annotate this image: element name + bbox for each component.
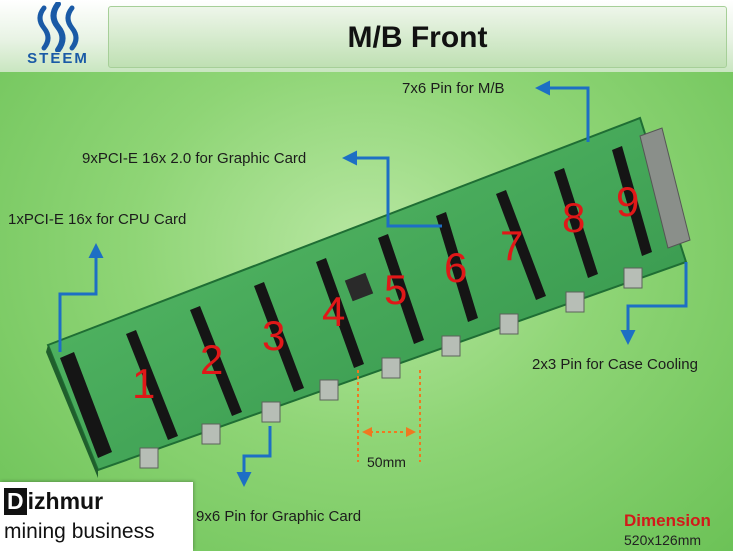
pcie-slot xyxy=(496,190,546,300)
slot-number: 3 xyxy=(262,312,285,359)
pcie-slot xyxy=(190,306,242,416)
brand-subtitle: mining business xyxy=(4,520,155,543)
slot-number: 9 xyxy=(616,178,639,225)
pcie-slot xyxy=(378,234,424,344)
header-bar: STEEM M/B Front xyxy=(0,0,733,72)
six-pin-connector xyxy=(623,267,643,289)
six-pin-connector xyxy=(441,335,461,357)
slot-number-group: 1 2 3 4 5 6 7 8 9 xyxy=(132,178,639,407)
dimension-value: 520x126mm xyxy=(624,532,702,548)
pcie-slot xyxy=(316,258,364,368)
slot-number: 1 xyxy=(132,360,155,407)
arrow-pcie-slots xyxy=(342,150,442,228)
title-box: M/B Front xyxy=(108,6,727,68)
slot-number: 7 xyxy=(500,222,523,269)
pcie-slot xyxy=(254,282,304,392)
callout-arrows xyxy=(58,80,688,487)
arrow-mb-connector xyxy=(535,80,590,142)
six-pin-connector xyxy=(201,423,221,445)
six-pin-connector xyxy=(319,379,339,401)
dimension-title: Dimension xyxy=(624,511,711,530)
slot-number: 2 xyxy=(200,336,223,383)
page-title: M/B Front xyxy=(347,21,488,54)
pcie-slot xyxy=(126,330,178,440)
steem-logo: STEEM xyxy=(14,1,102,70)
six-pin-connector xyxy=(381,357,401,379)
pcie-slot xyxy=(436,212,478,322)
arrow-case-cooling xyxy=(620,262,688,345)
six-pin-connector xyxy=(499,313,519,335)
six-pin-connector-group xyxy=(139,267,643,469)
logo-text: STEEM xyxy=(27,50,89,67)
steem-logo-icon xyxy=(37,1,79,53)
mb-connector xyxy=(639,127,691,249)
six-pin-connector xyxy=(565,291,585,313)
label-cpu-slot: 1xPCI-E 16x for CPU Card xyxy=(8,211,187,228)
slot-number: 5 xyxy=(384,266,407,313)
slot-number: 8 xyxy=(562,194,585,241)
six-pin-connector xyxy=(261,401,281,423)
pcie-slot-group xyxy=(126,146,652,440)
label-mb-connector: 7x6 Pin for M/B xyxy=(402,80,505,97)
arrow-cpu-slot xyxy=(58,243,104,352)
cpu-slot xyxy=(60,352,112,458)
label-spacing: 50mm xyxy=(367,454,406,470)
six-pin-connector xyxy=(139,447,159,469)
spacing-marker xyxy=(357,370,421,462)
arrow-gpu-power xyxy=(236,426,272,487)
chipset-chip xyxy=(344,272,374,302)
pcie-slot xyxy=(612,146,652,256)
label-gpu-power: 9x6 Pin for Graphic Card xyxy=(196,508,362,525)
pcie-slot xyxy=(554,168,598,278)
brand-initial: D xyxy=(4,488,27,515)
slot-number: 4 xyxy=(322,288,345,335)
slot-number: 6 xyxy=(444,244,467,291)
label-pcie-slots: 9xPCI-E 16x 2.0 for Graphic Card xyxy=(82,150,307,167)
brand-name-rest: izhmur xyxy=(27,488,104,514)
label-case-cooling: 2x3 Pin for Case Cooling xyxy=(532,356,698,373)
